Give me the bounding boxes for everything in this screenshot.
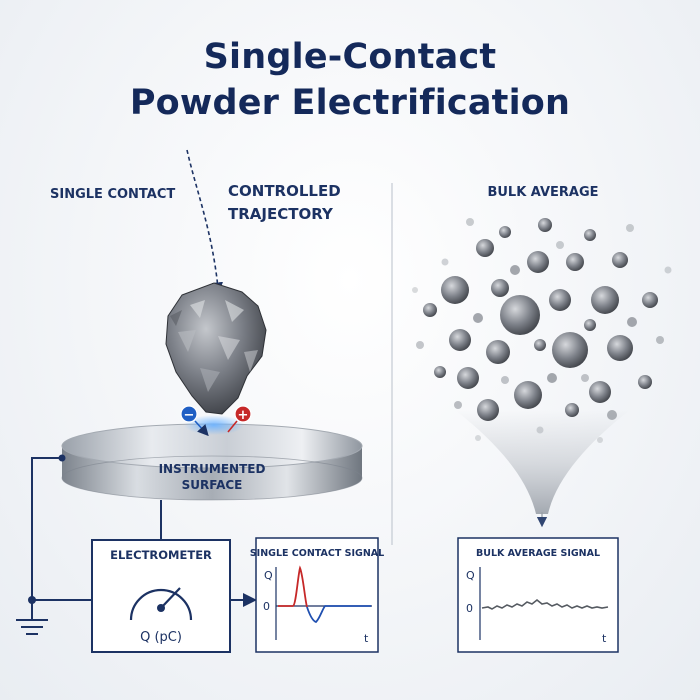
plus-badge-icon bbox=[234, 405, 252, 423]
bulk-average-label: BULK AVERAGE bbox=[487, 185, 598, 200]
gauge-icon bbox=[129, 587, 193, 621]
electrometer-label: ELECTROMETER bbox=[110, 548, 212, 562]
plus-sign: + bbox=[238, 408, 249, 423]
powder-cloud bbox=[412, 218, 672, 443]
electrometer-box bbox=[91, 539, 231, 653]
surface-terminal bbox=[58, 454, 66, 462]
minus-badge-icon bbox=[180, 405, 198, 423]
title-line-2: Powder Electrification bbox=[129, 83, 571, 123]
single-signal-x-label: t bbox=[364, 632, 369, 645]
controlled-trajectory-label-2: TRAJECTORY bbox=[228, 205, 334, 223]
meter-unit-label: Q (pC) bbox=[140, 630, 182, 645]
single-contact-label: SINGLE CONTACT bbox=[50, 187, 175, 202]
bulk-signal-title: BULK AVERAGE SIGNAL bbox=[476, 548, 600, 559]
plus-arrow-icon bbox=[227, 420, 238, 433]
rock-particle bbox=[165, 282, 267, 415]
single-signal-title: SINGLE CONTACT SIGNAL bbox=[250, 548, 384, 559]
controlled-trajectory-label-1: CONTROLLED bbox=[228, 182, 341, 200]
surface-label-1: INSTRUMENTED bbox=[159, 462, 266, 476]
bulk-signal-y-label: Q bbox=[466, 569, 475, 582]
bulk-signal-box bbox=[457, 537, 619, 653]
surface-label-2: SURFACE bbox=[182, 478, 243, 492]
single-signal-zero-label: 0 bbox=[263, 600, 270, 613]
bulk-signal-zero-label: 0 bbox=[466, 602, 473, 615]
minus-arrow-icon bbox=[194, 420, 209, 437]
ground-icon bbox=[16, 619, 48, 635]
single-signal-y-label: Q bbox=[264, 569, 273, 582]
single-signal-positive-peak bbox=[278, 565, 308, 608]
minus-sign: − bbox=[184, 408, 195, 423]
bulk-signal-trace bbox=[481, 598, 609, 610]
trajectory-arrow-icon bbox=[186, 149, 223, 294]
averaging-funnel bbox=[455, 410, 630, 514]
junction-node bbox=[28, 596, 36, 604]
title-line-1: Single-Contact bbox=[203, 37, 497, 77]
bulk-signal-x-label: t bbox=[602, 632, 607, 645]
page-title: Single-Contact Powder Electrification bbox=[0, 34, 700, 126]
single-signal-negative-peak bbox=[306, 605, 371, 624]
